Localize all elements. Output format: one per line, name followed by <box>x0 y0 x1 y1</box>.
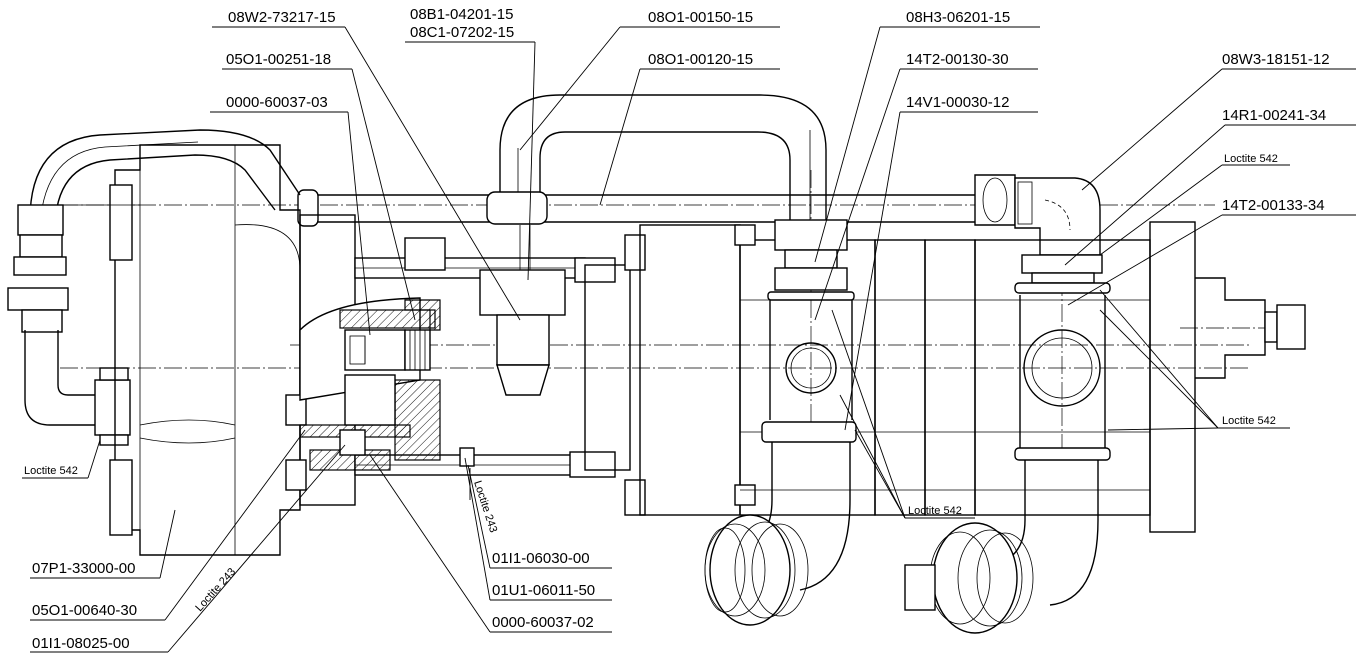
pump-body <box>584 221 1306 533</box>
label-14T2-00130-30: 14T2-00130-30 <box>906 51 1009 68</box>
label-08O1-00150-15: 08O1-00150-15 <box>648 9 753 26</box>
left-outlet <box>704 219 857 626</box>
note-loctite-542-top-right: Loctite 542 <box>1224 153 1278 165</box>
left-hose <box>7 129 301 446</box>
label-14T2-00133-34: 14T2-00133-34 <box>1222 197 1325 214</box>
label-01I1-06030-00: 01I1-06030-00 <box>492 550 590 567</box>
label-01U1-06011-50: 01U1-06011-50 <box>492 582 595 599</box>
note-loctite-243-vertical: Loctite 243 <box>471 479 499 534</box>
label-0000-60037-03: 0000-60037-03 <box>226 94 328 111</box>
label-05O1-00251-18: 05O1-00251-18 <box>226 51 331 68</box>
label-14R1-00241-34: 14R1-00241-34 <box>1222 107 1326 124</box>
label-08H3-06201-15: 08H3-06201-15 <box>906 9 1010 26</box>
part-labels: 08W2-73217-15 05O1-00251-18 0000-60037-0… <box>32 6 1330 652</box>
cutaway-section <box>299 297 480 471</box>
label-08W2-73217-15: 08W2-73217-15 <box>228 9 336 26</box>
label-14V1-00030-12: 14V1-00030-12 <box>906 94 1009 111</box>
label-05O1-00640-30: 05O1-00640-30 <box>32 602 137 619</box>
leader-lines <box>22 26 1356 653</box>
label-08W3-18151-12: 08W3-18151-12 <box>1222 51 1330 68</box>
label-08O1-00120-15: 08O1-00120-15 <box>648 51 753 68</box>
left-housing <box>60 144 301 556</box>
top-tube <box>297 94 1101 256</box>
center-fitting <box>479 225 566 396</box>
label-01I1-08025-00: 01I1-08025-00 <box>32 635 130 652</box>
label-08C1-07202-15: 08C1-07202-15 <box>410 24 514 41</box>
note-loctite-542-right: Loctite 542 <box>1222 415 1276 427</box>
right-outlet <box>904 254 1111 634</box>
note-loctite-542-left: Loctite 542 <box>24 465 78 477</box>
label-07P1-33000-00: 07P1-33000-00 <box>32 560 135 577</box>
label-08B1-04201-15: 08B1-04201-15 <box>410 6 513 23</box>
label-0000-60037-02: 0000-60037-02 <box>492 614 594 631</box>
note-loctite-542-center: Loctite 542 <box>908 505 962 517</box>
